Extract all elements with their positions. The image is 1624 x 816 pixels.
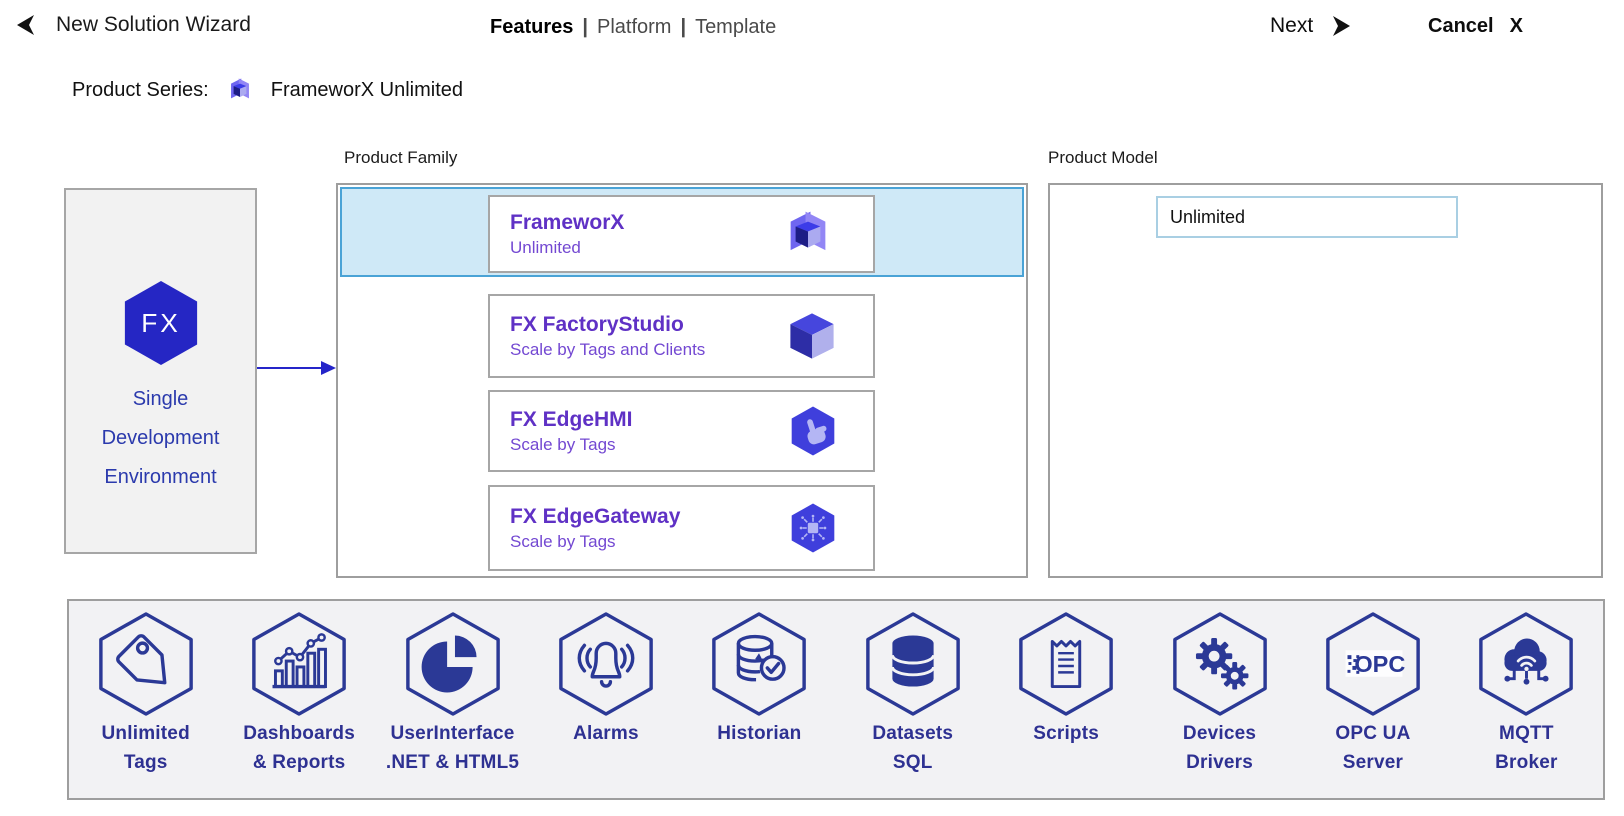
feature-label: Drivers (1186, 752, 1253, 773)
flow-arrow-icon (257, 361, 336, 375)
feature-label: Alarms (573, 723, 639, 744)
feature-label: Datasets (872, 723, 954, 744)
feature-label: Historian (717, 723, 802, 744)
feature-datasets: Datasets SQL (836, 601, 989, 798)
feature-label: Unlimited (101, 723, 190, 744)
feature-label: OPC UA (1335, 723, 1411, 744)
fx-hexagon-icon: FX (124, 281, 197, 365)
feature-label: UserInterface (390, 723, 515, 744)
feature-label: MQTT (1499, 723, 1554, 744)
family-item-subtitle: Unlimited (510, 237, 581, 257)
frameworx-logo-icon (230, 78, 249, 99)
feature-label: SQL (892, 752, 933, 773)
fx-logo-text: FX (141, 308, 181, 338)
next-label: Next (1270, 14, 1314, 37)
feature-historian: Historian (683, 601, 836, 798)
feature-label: & Reports (252, 752, 346, 773)
product-series-label: Product Series: (72, 78, 209, 101)
close-x-icon: X (1509, 15, 1523, 37)
family-item-frameworx[interactable]: FrameworX Unlimited (488, 195, 875, 273)
step-separator: | (582, 16, 588, 38)
alarm-bell-icon (559, 612, 653, 716)
feature-mqtt: MQTT Broker (1450, 601, 1603, 798)
family-item-edgehmi[interactable]: FX EdgeHMI Scale by Tags (488, 390, 875, 472)
gears-icon (1172, 612, 1267, 716)
product-model-selected[interactable]: Unlimited (1156, 196, 1458, 238)
opc-logo-text: OPC (1354, 651, 1405, 677)
feature-label: Dashboards (243, 723, 356, 744)
family-item-name: FrameworX (510, 210, 625, 234)
cancel-button[interactable]: Cancel X (1428, 15, 1523, 38)
database-check-icon (712, 612, 807, 716)
environment-box: FX Single Development Environment (64, 188, 257, 554)
feature-scripts: Scripts (989, 601, 1142, 798)
environment-line: Environment (104, 466, 217, 488)
pie-chart-icon (405, 612, 500, 716)
frameworx-logo-icon (790, 211, 826, 251)
family-item-edgegateway[interactable]: FX EdgeGateway Scale by Tags (488, 485, 875, 571)
feature-label: Server (1342, 752, 1404, 773)
family-item-subtitle: Scale by Tags (510, 531, 616, 551)
product-model-panel: Unlimited (1048, 183, 1603, 578)
feature-userinterface: UserInterface .NET & HTML5 (376, 601, 529, 798)
cancel-label: Cancel (1428, 15, 1494, 37)
feature-label: Broker (1495, 752, 1558, 773)
product-series-value: FrameworX Unlimited (270, 78, 463, 101)
forward-arrow-icon (1333, 16, 1351, 36)
feature-opc-ua: OPC OPC UA Server (1296, 601, 1449, 798)
database-icon (865, 612, 960, 716)
feature-label: Devices (1182, 723, 1257, 744)
bar-chart-icon (252, 612, 346, 716)
mqtt-cloud-icon (1479, 612, 1574, 716)
family-item-name: FX EdgeHMI (510, 407, 633, 431)
product-series-row: Product Series: FrameworX Unlimited (72, 74, 463, 106)
family-item-subtitle: Scale by Tags (510, 434, 616, 454)
feature-dashboards: Dashboards & Reports (222, 601, 375, 798)
next-button[interactable]: Next (1270, 13, 1355, 39)
header-left: New Solution Wizard (12, 12, 251, 38)
feature-label: Scripts (1033, 723, 1100, 744)
feature-label: .NET & HTML5 (385, 752, 520, 773)
tab-features[interactable]: Features (490, 16, 574, 38)
product-family-panel: FrameworX Unlimited FX FactoryStudio Sca… (336, 183, 1028, 578)
environment-line: Single (132, 388, 189, 410)
tab-template[interactable]: Template (695, 16, 777, 38)
family-item-name: FX EdgeGateway (510, 504, 681, 528)
environment-line: Development (101, 427, 220, 449)
family-item-factorystudio[interactable]: FX FactoryStudio Scale by Tags and Clien… (488, 294, 875, 378)
step-separator: | (680, 16, 687, 38)
hand-hexagon-icon (791, 406, 835, 456)
gateway-hexagon-icon (791, 503, 835, 553)
feature-label: Tags (123, 752, 168, 773)
features-bar: Unlimited Tags Dashboards & Reports (67, 599, 1605, 800)
family-item-subtitle: Scale by Tags and Clients (510, 339, 706, 359)
script-icon (1019, 612, 1113, 716)
opc-logo-icon: OPC (1326, 612, 1420, 716)
product-family-label: Product Family (344, 148, 458, 167)
back-icon[interactable] (12, 12, 38, 38)
wizard-steps: Features | Platform | Template (490, 16, 776, 39)
product-model-label: Product Model (1048, 148, 1158, 167)
tag-icon (98, 612, 193, 716)
feature-devices: Devices Drivers (1143, 601, 1296, 798)
page-title: New Solution Wizard (56, 13, 251, 36)
feature-unlimited-tags: Unlimited Tags (69, 601, 222, 798)
environment-caption: Single Development Environment (102, 380, 220, 497)
family-item-name: FX FactoryStudio (510, 312, 684, 336)
cube-icon (790, 313, 834, 359)
feature-alarms: Alarms (529, 601, 682, 798)
tab-platform[interactable]: Platform (596, 16, 672, 38)
